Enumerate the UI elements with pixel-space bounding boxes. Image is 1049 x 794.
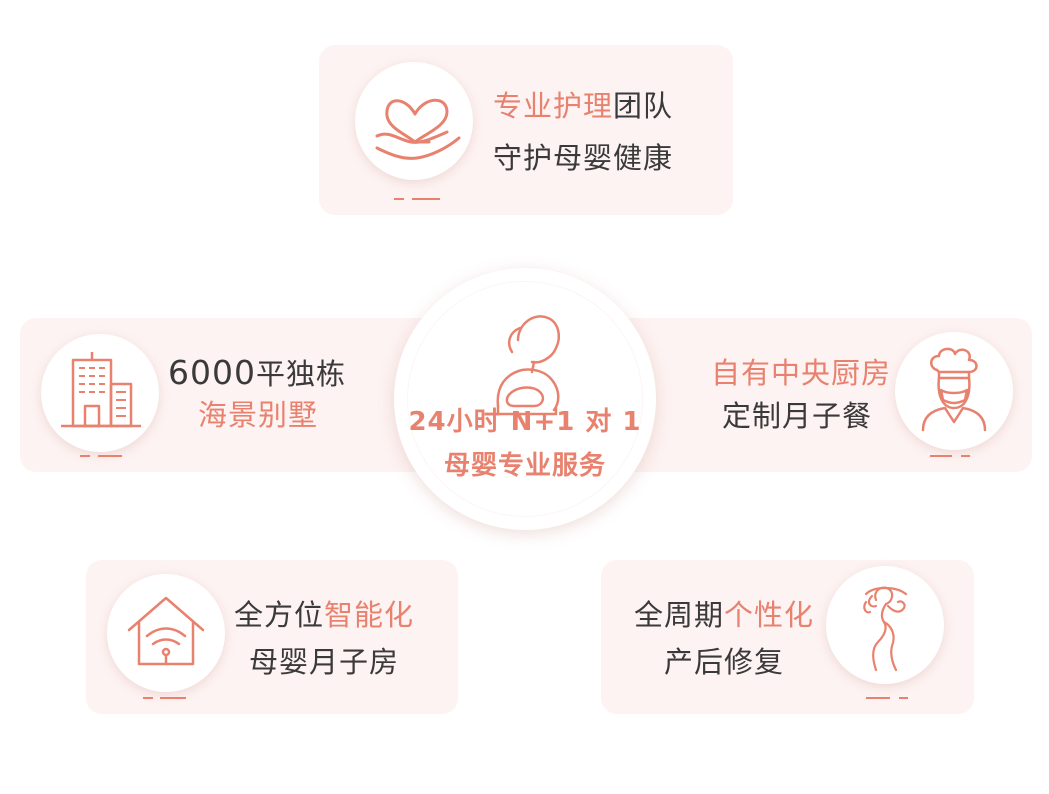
villa-dash-long — [98, 455, 122, 457]
nursing-title: 专业护理团队 — [493, 88, 673, 124]
kitchen-subtitle: 定制月子餐 — [722, 399, 873, 433]
heart-in-hand-icon — [375, 98, 461, 160]
center-title: 24小时 N+1 对 1 — [408, 407, 642, 437]
mother-baby-icon — [496, 315, 560, 416]
nursing-dash-short — [394, 198, 404, 200]
nursing-title-dark: 团队 — [613, 89, 674, 123]
recovery-subtitle: 产后修复 — [664, 645, 785, 679]
woman-figure-icon — [863, 586, 908, 672]
kitchen-icon-circle — [895, 332, 1013, 450]
nursing-dash-long — [412, 198, 440, 200]
recovery-title: 全周期个性化 — [634, 597, 814, 633]
smart-room-dash-short — [143, 697, 153, 699]
nursing-subtitle: 守护母婴健康 — [493, 141, 674, 175]
recovery-title-dark: 全周期 — [634, 598, 725, 632]
nursing-icon-circle — [355, 62, 473, 180]
kitchen-title: 自有中央厨房 — [711, 356, 892, 390]
recovery-dash-short — [899, 697, 908, 699]
smart-room-title-accent: 智能化 — [324, 598, 415, 632]
recovery-dash-long — [866, 697, 890, 699]
smart-home-icon — [127, 596, 205, 666]
villa-title-number: 6000 — [168, 353, 256, 392]
smart-room-dash-long — [160, 697, 186, 699]
villa-dash-short — [80, 455, 90, 457]
smart-room-icon-circle — [107, 574, 225, 692]
nursing-title-accent: 专业护理 — [493, 89, 614, 123]
smart-room-title-dark: 全方位 — [234, 598, 325, 632]
center-service-circle: 24小时 N+1 对 1 母婴专业服务 — [394, 268, 656, 530]
kitchen-dash-long — [930, 455, 952, 457]
villa-subtitle: 海景别墅 — [198, 398, 319, 432]
kitchen-dash-short — [961, 455, 970, 457]
villa-title-dark: 平独栋 — [255, 357, 346, 391]
chef-icon — [921, 347, 987, 432]
villa-icon-circle — [41, 334, 159, 452]
center-subtitle: 母婴专业服务 — [443, 451, 606, 481]
smart-room-title: 全方位智能化 — [234, 597, 414, 633]
building-icon — [61, 352, 141, 428]
smart-room-subtitle: 母婴月子房 — [249, 645, 400, 679]
villa-title: 6000平独栋 — [168, 355, 346, 392]
recovery-icon-circle — [826, 566, 944, 684]
recovery-title-accent: 个性化 — [724, 598, 815, 632]
